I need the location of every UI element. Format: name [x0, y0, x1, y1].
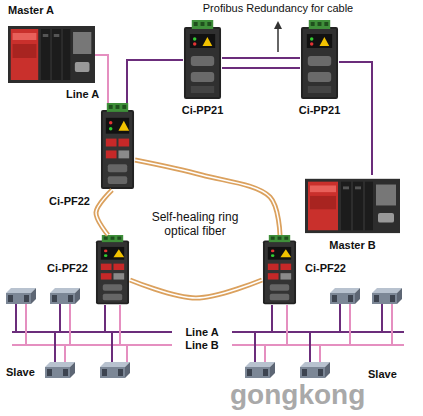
device-label: Master B: [329, 239, 375, 252]
repeater-picture: [184, 20, 221, 99]
device-label: Ci-PP21: [299, 104, 341, 117]
fiber-ring: [130, 280, 262, 298]
slave-label: Slave: [368, 368, 397, 381]
watermark: gongkong: [230, 378, 365, 412]
master-plc: Master A: [8, 22, 95, 85]
note-text: Profibus Redundancy for cable: [203, 2, 353, 15]
fiber-module: Ci-PF22: [95, 235, 130, 305]
profibus-cable: [127, 60, 183, 103]
pointer-arrow: [274, 21, 282, 52]
device-label: Master A: [8, 4, 54, 17]
profibus-cable: [339, 62, 372, 175]
line-name: Line A: [66, 88, 99, 101]
line-name: Line B: [183, 339, 221, 352]
redundancy-repeater: Ci-PP21: [300, 20, 339, 100]
redundant-cable: [222, 58, 300, 59]
line-name: Line A: [183, 326, 220, 339]
device-label: Ci-PF22: [305, 262, 346, 275]
redundancy-repeater: Ci-PP21: [183, 20, 222, 100]
device-label: Ci-PF22: [47, 262, 88, 275]
fiber-module-picture: [101, 103, 134, 189]
repeater-picture: [301, 20, 338, 99]
fiber-module: Ci-PF22: [100, 103, 135, 190]
fiber-module: Ci-PF22: [262, 235, 297, 305]
redundant-cable: [222, 68, 300, 69]
master-plc: Master B: [305, 175, 400, 235]
slave-devices: [6, 288, 402, 378]
fiber-ring: [96, 190, 112, 235]
ring-caption: Self-healing ring optical fiber: [139, 210, 251, 238]
device-label: Ci-PF22: [49, 195, 90, 208]
slave-label: Slave: [6, 366, 35, 379]
fiber-module-picture: [96, 235, 129, 304]
plc-picture: [305, 179, 400, 233]
device-label: Ci-PP21: [182, 104, 224, 117]
bus-lines: [12, 302, 404, 364]
fiber-module-picture: [263, 235, 296, 304]
plc-picture: [8, 26, 95, 83]
